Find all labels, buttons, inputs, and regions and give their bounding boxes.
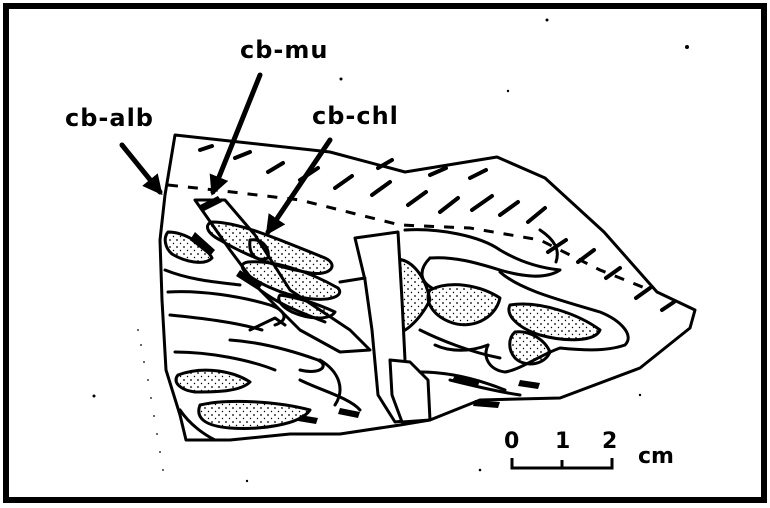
cb-alb-arrow — [122, 145, 160, 192]
scale-tick-0: 0 — [504, 429, 519, 454]
scale-tick-2: 2 — [602, 429, 617, 454]
scale-bar-line — [512, 458, 612, 468]
label-cb-chl: cb-chl — [312, 102, 399, 130]
label-cb-mu: cb-mu — [240, 36, 328, 64]
scale-unit: cm — [638, 444, 674, 469]
scale-bar: 0 1 2 cm — [504, 429, 674, 469]
label-cb-alb: cb-alb — [65, 104, 154, 132]
scale-tick-1: 1 — [555, 429, 570, 454]
